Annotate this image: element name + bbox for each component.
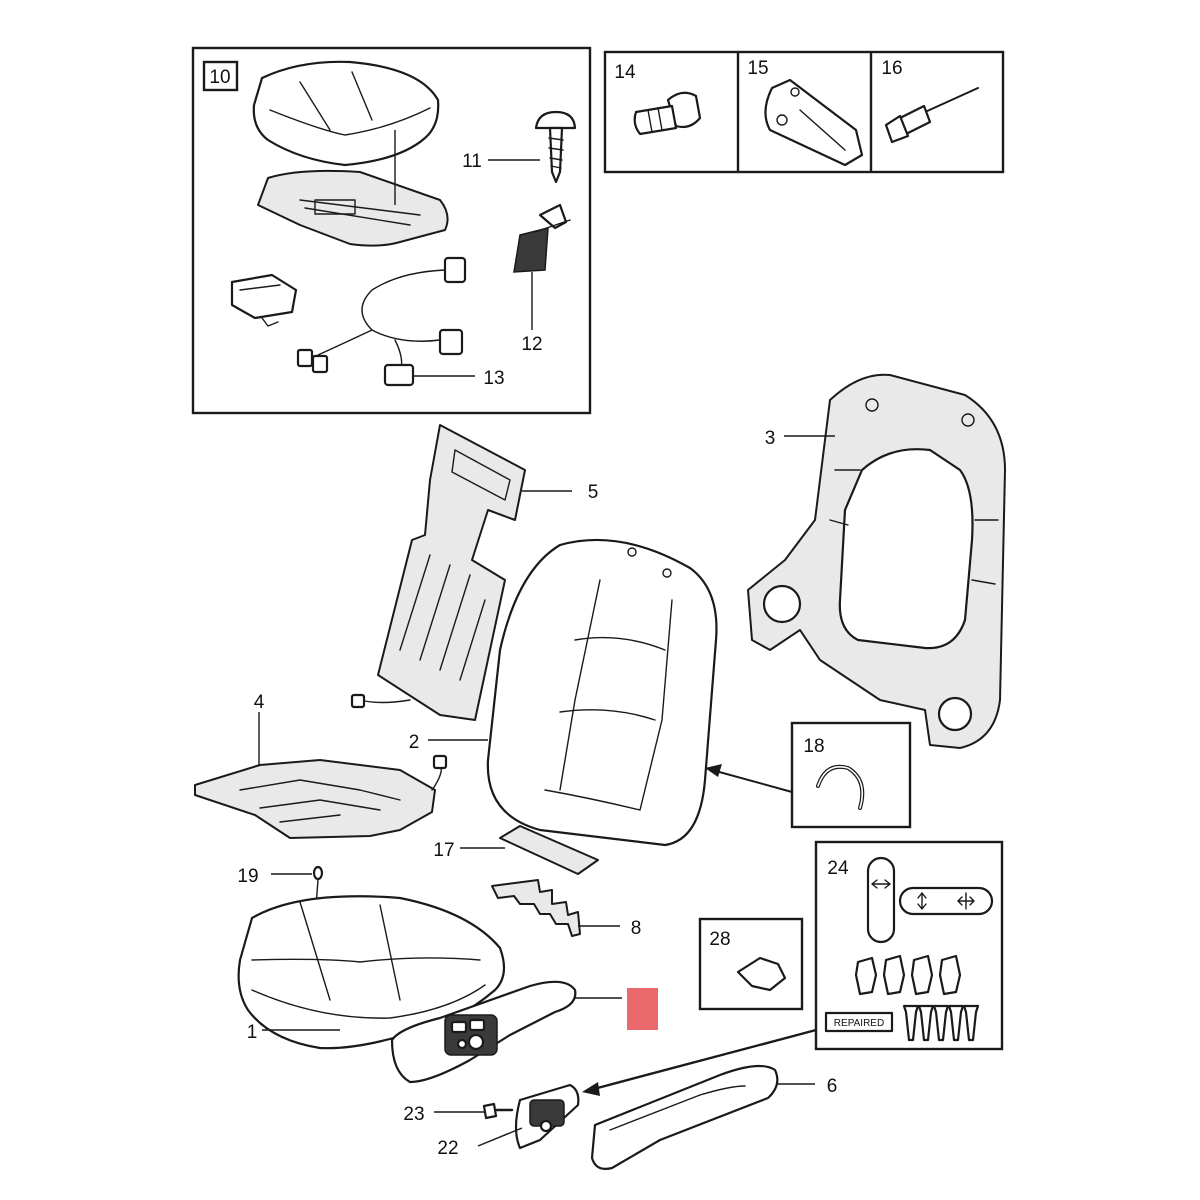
kit-box-18: 18: [790, 721, 912, 829]
label-14: 14: [614, 62, 636, 83]
side-trim-with-switches-icon: [390, 980, 577, 1084]
label-16: 16: [881, 58, 902, 79]
wiring-harness-icon: [296, 256, 467, 387]
cushion-pad-icon: [252, 60, 440, 167]
label-5: 5: [588, 482, 599, 503]
sensor-module-icon: [230, 273, 298, 327]
clip-set-icon: [854, 954, 962, 996]
bolt-icon: [633, 91, 702, 136]
label-17: 17: [433, 840, 454, 861]
label-11: 11: [462, 151, 482, 172]
label-1: 1: [247, 1022, 258, 1043]
heater-element-icon: [491, 879, 581, 937]
arrow-24-head: [582, 1082, 600, 1096]
fastener-boxes: 14 15 16: [603, 50, 1005, 174]
label-3: 3: [765, 428, 776, 449]
kit-box-28: 28: [698, 917, 804, 1011]
label-23: 23: [403, 1104, 424, 1125]
label-2: 2: [409, 732, 420, 753]
label-15: 15: [747, 58, 768, 79]
small-screw-icon: [482, 1102, 514, 1120]
switch-panel-icon: [514, 1083, 580, 1150]
label-8: 8: [631, 918, 642, 939]
label-19: 19: [237, 866, 258, 887]
highlight-marker: [627, 988, 658, 1030]
cushion-heating-mat-icon: [194, 754, 448, 839]
kit-box-10: 10: [191, 46, 592, 415]
backrest-cover-icon: [486, 538, 718, 847]
rivet-icon: [884, 87, 979, 144]
side-trim-icon: [590, 1064, 779, 1170]
seat-cushion-icon: [237, 895, 506, 1050]
arrow-18-head: [705, 764, 722, 777]
repaired-stamp: REPAIRED: [834, 1018, 884, 1029]
label-24: 24: [827, 858, 849, 879]
pad-icon: [499, 825, 599, 875]
kit-box-24: 24 REPAIRED: [814, 840, 1004, 1051]
label-13: 13: [483, 368, 504, 389]
label-4: 4: [254, 692, 265, 713]
label-10: 10: [209, 67, 230, 88]
backrest-rear-panel-icon: [747, 373, 1006, 749]
clip-icon: [513, 203, 571, 273]
small-clip-icon: [312, 865, 324, 881]
seat-heating-mat-icon: [257, 169, 449, 247]
screw-icon: [534, 110, 577, 184]
backrest-heating-mat-icon: [350, 424, 526, 721]
bracket-icon: [764, 78, 864, 167]
label-22: 22: [437, 1138, 458, 1159]
label-18: 18: [803, 736, 824, 757]
label-6: 6: [827, 1076, 838, 1097]
label-12: 12: [521, 334, 542, 355]
label-28: 28: [709, 929, 730, 950]
screw-set-icon: [902, 1004, 980, 1042]
